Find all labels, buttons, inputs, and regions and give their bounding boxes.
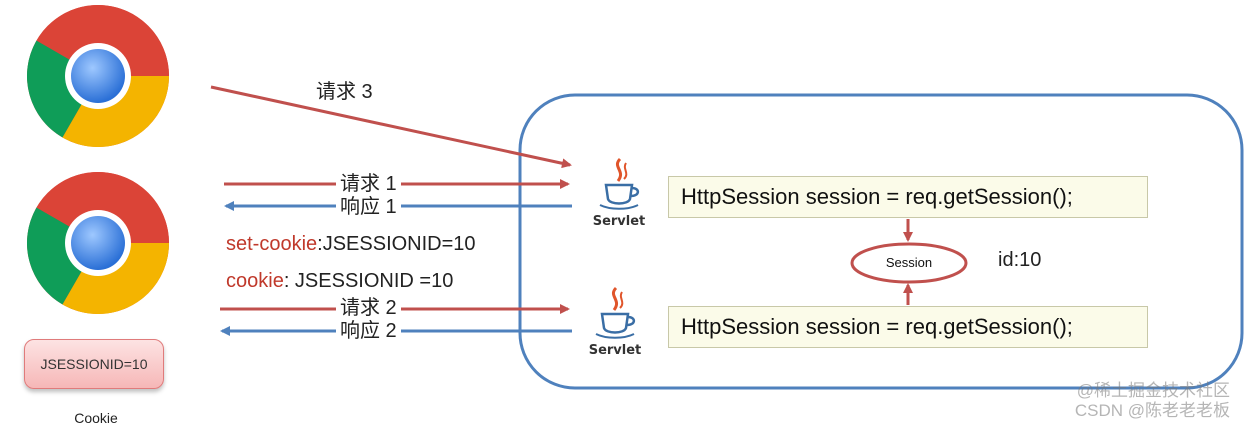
code-box-1: HttpSession session = req.getSession();: [668, 176, 1148, 218]
cookie-badge: JSESSIONID=10: [24, 339, 164, 389]
session-ellipse: [850, 242, 968, 284]
session-id-label: id:10: [998, 249, 1042, 271]
watermark: @稀土掘金技术社区 CSDN @陈老老老板: [1075, 381, 1230, 421]
servlet-label: Servlet: [588, 343, 642, 358]
request-2-label: 请求 2: [336, 297, 401, 319]
cookie-key: cookie: [226, 270, 284, 292]
chrome-icon: [26, 171, 169, 315]
watermark-line-1: @稀土掘金技术社区: [1076, 381, 1230, 400]
request-1-label: 请求 1: [336, 173, 401, 195]
server-container: [518, 93, 1244, 390]
set-cookie-line: set-cookie:JSESSIONID=10: [226, 233, 476, 255]
code-box-2: HttpSession session = req.getSession();: [668, 306, 1148, 348]
watermark-line-2: CSDN @陈老老老板: [1074, 401, 1230, 420]
request-3-label: 请求 3: [316, 81, 373, 103]
servlet-icon: Servlet: [586, 284, 644, 360]
request-3-arrow: [210, 85, 572, 169]
servlet-icon: Servlet: [590, 155, 648, 231]
session-label: Session: [885, 255, 933, 270]
cookie-value: : JSESSIONID =10: [283, 270, 454, 292]
response-2-label: 响应 2: [336, 320, 401, 342]
set-cookie-key: set-cookie: [226, 233, 318, 255]
chrome-icon: [26, 4, 169, 148]
servlet-label: Servlet: [592, 214, 646, 229]
response-1-label: 响应 1: [336, 196, 401, 218]
cookie-caption: Cookie: [74, 410, 118, 426]
set-cookie-value: :JSESSIONID=10: [317, 233, 476, 255]
cookie-line: cookie: JSESSIONID =10: [226, 270, 453, 292]
